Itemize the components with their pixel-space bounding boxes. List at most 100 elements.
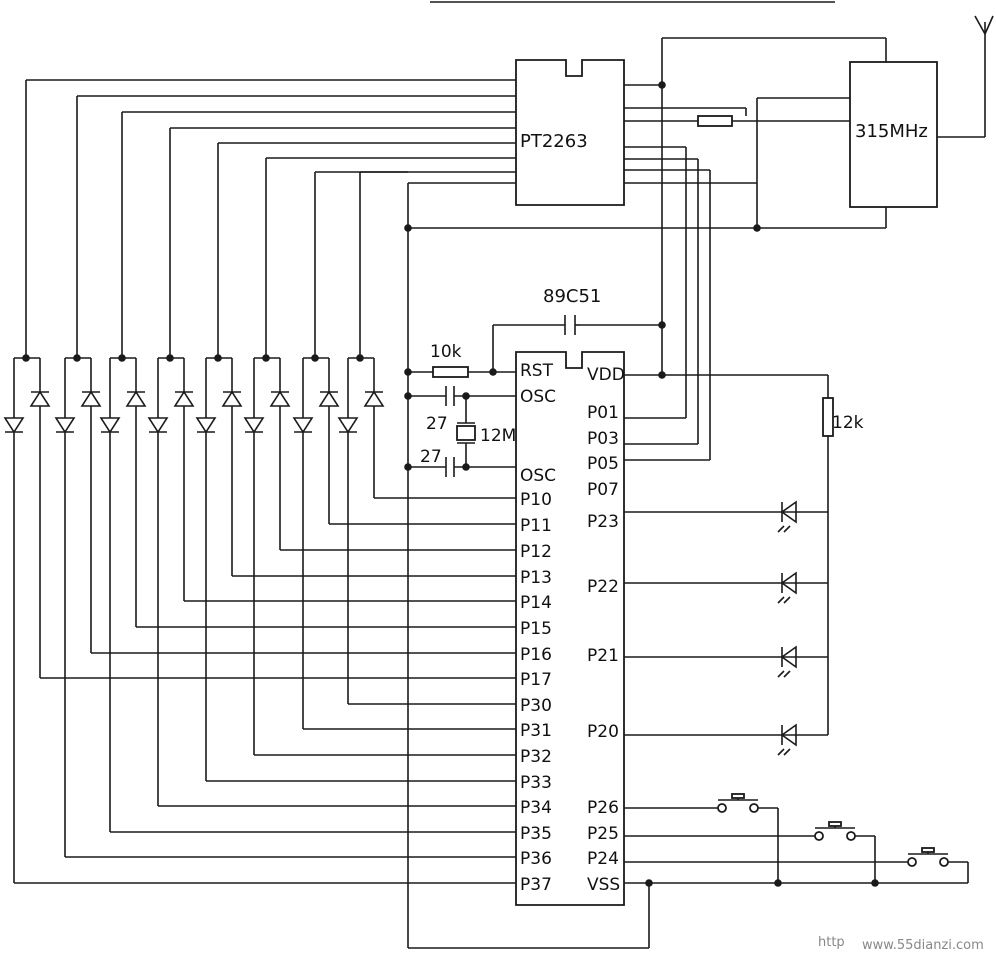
diode-icon <box>80 390 102 407</box>
junction-dot <box>404 368 412 376</box>
push-buttons <box>717 793 949 867</box>
junction-dot <box>871 879 879 887</box>
pin-label: P34 <box>520 798 552 818</box>
pin-label: RST <box>520 361 554 381</box>
button-contact-icon <box>717 803 727 813</box>
junction-dot <box>73 354 81 362</box>
junction-dot <box>658 321 666 329</box>
led-icon <box>780 571 797 595</box>
diode-icon <box>363 390 385 407</box>
pin-label: P26 <box>587 798 619 818</box>
diode-icon <box>125 390 147 407</box>
reset-resistor-label: 10k <box>430 342 462 362</box>
pin-label: P16 <box>520 645 552 665</box>
junction-dot <box>311 354 319 362</box>
junction-dot <box>462 463 470 471</box>
diode-icon <box>29 390 51 407</box>
watermark-prefix: http <box>818 935 845 950</box>
junction-dot <box>658 371 666 379</box>
antenna-icon <box>937 15 994 138</box>
reset-resistor <box>432 366 469 378</box>
pin-label: P33 <box>520 773 552 793</box>
pin-label: OSC <box>520 466 556 486</box>
cap1-label: 27 <box>426 414 448 434</box>
pin-label: P14 <box>520 593 552 613</box>
mcu-right-pin-labels: VDD P01 P03 P05 P07 P23 P22 P21 P20 P26 … <box>587 365 625 895</box>
rf-module: 315MHz <box>849 61 938 208</box>
junction-dot <box>489 368 497 376</box>
pin-label: VDD <box>587 365 625 385</box>
led-icon <box>780 500 797 524</box>
diode-icon <box>318 390 340 407</box>
diode-icon <box>173 390 195 407</box>
junction-dot <box>166 354 174 362</box>
left-routing-wires <box>13 406 516 884</box>
pin-label: P31 <box>520 721 552 741</box>
led-icon <box>780 723 797 747</box>
diode-matrix <box>25 79 516 358</box>
mcu-left-pin-labels: RST OSC OSC P10 P11 P12 P13 P14 P15 P16 … <box>520 361 556 895</box>
pin-label: P37 <box>520 875 552 895</box>
pt2263-to-p0-wiring <box>624 107 747 461</box>
diode-icon <box>292 417 314 434</box>
pin-label: P32 <box>520 747 552 767</box>
rf-module-label: 315MHz <box>855 121 928 142</box>
diode-icon <box>221 390 243 407</box>
led-resistor-label: 12k <box>832 413 864 433</box>
button-contact-icon <box>907 857 917 867</box>
push-button-icon <box>828 821 842 827</box>
pt2263-label: PT2263 <box>520 131 588 152</box>
junction-dot <box>22 354 30 362</box>
junction-dots <box>22 81 879 887</box>
cap2-label: 27 <box>420 447 442 467</box>
pin-label: P20 <box>587 722 619 742</box>
pin-label: P13 <box>520 568 552 588</box>
reset-capacitor <box>564 315 580 335</box>
diode-icon <box>99 417 121 434</box>
pin-label: P01 <box>587 403 619 423</box>
diode-icon <box>337 417 359 434</box>
pin-label: OSC <box>520 387 556 407</box>
pin-label: P12 <box>520 542 552 562</box>
push-button-icon <box>731 793 745 799</box>
pin-label: P05 <box>587 454 619 474</box>
diode-icon <box>54 417 76 434</box>
junction-dot <box>404 392 412 400</box>
button-contact-icon <box>749 803 759 813</box>
junction-dot <box>645 879 653 887</box>
pin-label: P21 <box>587 646 619 666</box>
led-group <box>777 500 797 756</box>
watermark: www.55dianzi.com <box>862 938 984 953</box>
pin-label: P22 <box>587 577 619 597</box>
diode-icon <box>3 417 25 434</box>
pin-label: P10 <box>520 490 552 510</box>
diode-group <box>3 357 385 434</box>
diode-icon <box>147 417 169 434</box>
junction-dot <box>404 224 412 232</box>
pin-label: P23 <box>587 512 619 532</box>
pin-label: P30 <box>520 696 552 716</box>
pt2263-chip: PT2263 <box>515 59 625 206</box>
pin-label: VSS <box>587 875 620 895</box>
diode-icon <box>269 390 291 407</box>
junction-dot <box>774 879 782 887</box>
pin-label: P11 <box>520 516 552 536</box>
push-button-icon <box>921 847 935 853</box>
rf-resistor <box>697 115 733 127</box>
pin-label: P24 <box>587 849 619 869</box>
diode-icon <box>195 417 217 434</box>
power-wiring <box>407 37 887 949</box>
button-contact-icon <box>846 831 856 841</box>
pin-label: P35 <box>520 824 552 844</box>
junction-dot <box>462 392 470 400</box>
pin-label: P36 <box>520 849 552 869</box>
pin-label: P15 <box>520 619 552 639</box>
button-contact-icon <box>814 831 824 841</box>
junction-dot <box>214 354 222 362</box>
mcu-label: 89C51 <box>543 286 601 307</box>
mcu-chip <box>515 351 625 906</box>
diode-icon <box>243 417 265 434</box>
pin-label: P17 <box>520 670 552 690</box>
button-contact-icon <box>939 857 949 867</box>
